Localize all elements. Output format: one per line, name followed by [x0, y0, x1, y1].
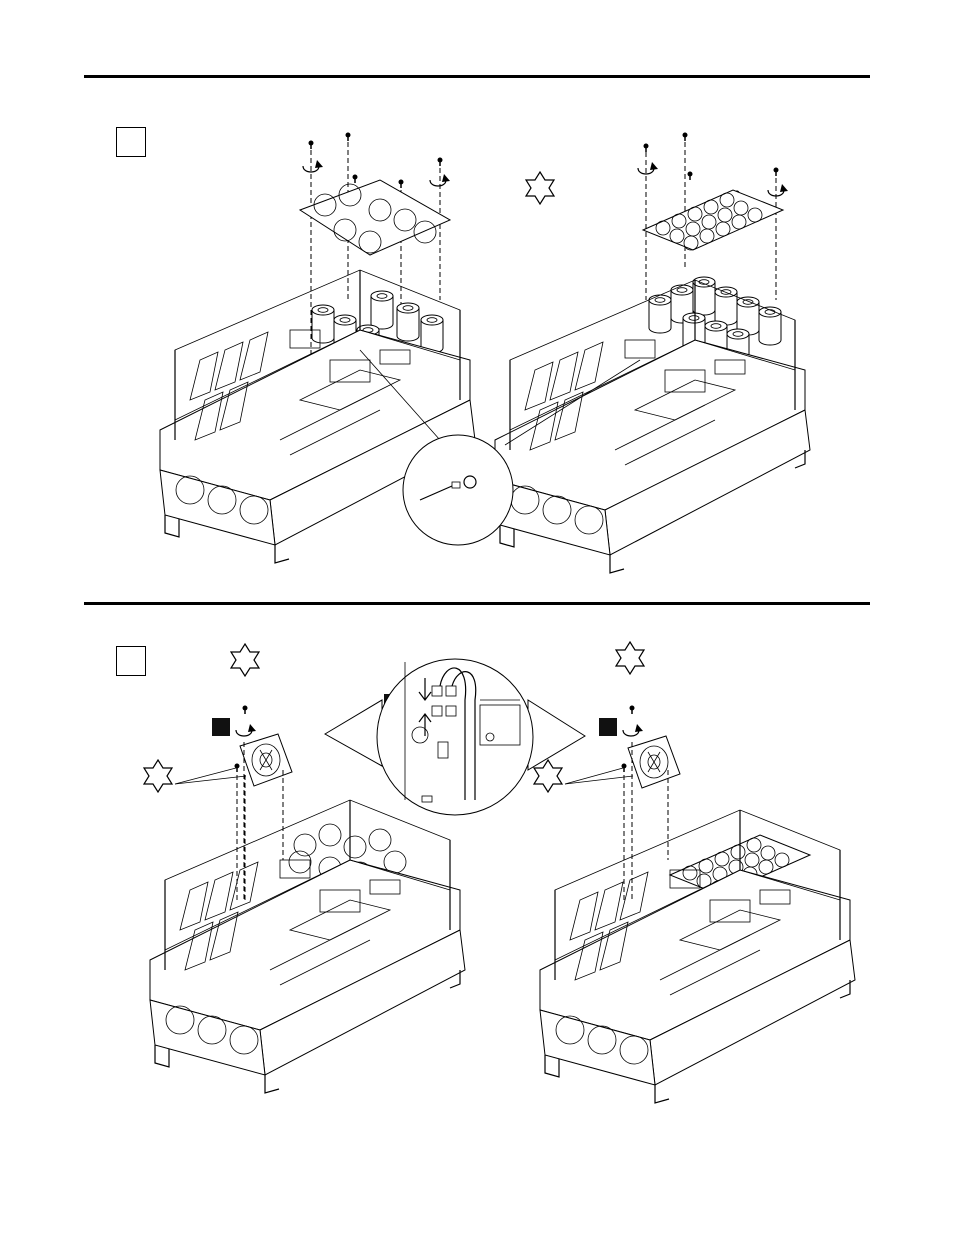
screw-icon	[622, 764, 627, 773]
torx-star-icon	[144, 760, 172, 792]
torx-star-icon	[534, 760, 562, 792]
rotate-arrow-icon	[236, 724, 256, 736]
screw-icon	[774, 168, 779, 177]
connector-magnifier	[325, 659, 585, 815]
rotate-arrow-icon	[303, 160, 323, 172]
torx-star-icon	[616, 642, 644, 674]
screw-icon	[309, 141, 314, 150]
section-2-right-assembly	[540, 706, 855, 1104]
rotate-arrow-icon	[623, 724, 643, 736]
screw-icon	[688, 172, 693, 181]
screw-icon	[438, 158, 443, 167]
screw-icon	[683, 133, 688, 142]
screw-icon	[235, 764, 240, 773]
rotate-arrow-icon	[768, 184, 788, 196]
screw-icon	[346, 133, 351, 142]
section-1-right-assembly	[495, 133, 810, 574]
torx-star-icon	[231, 644, 259, 676]
torx-star-icon	[526, 172, 554, 204]
screw-icon	[399, 180, 404, 189]
screw-icon	[353, 175, 358, 184]
rotate-arrow-icon	[638, 162, 658, 174]
screw-icon	[630, 706, 635, 715]
screw-icon	[644, 144, 649, 153]
screw-icon	[243, 706, 248, 715]
